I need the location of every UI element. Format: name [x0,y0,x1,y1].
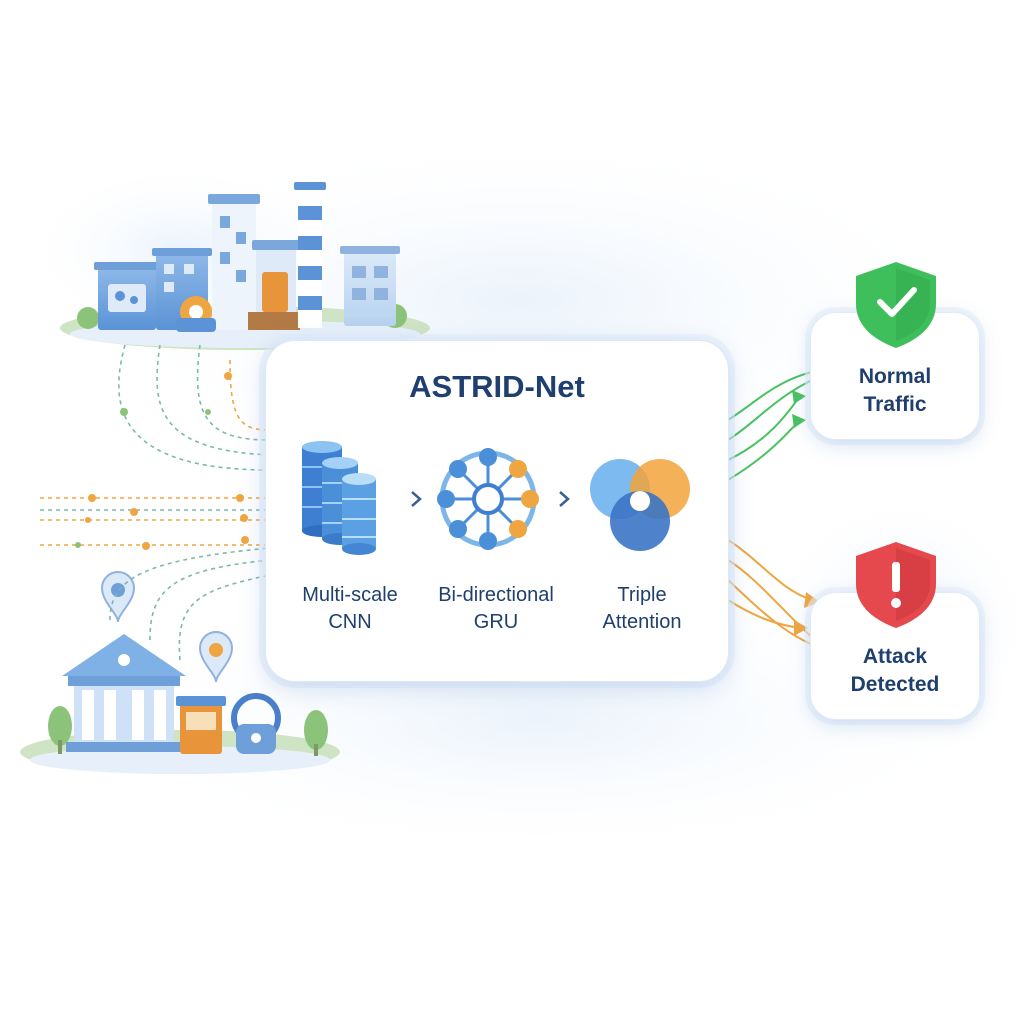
attack-detected-label: Attack Detected [850,645,940,696]
normal-traffic-label: Normal Traffic [858,365,932,416]
chevron-right-icon [559,491,570,507]
stage-label-cnn: Multi-scale CNN [302,584,398,633]
normal-traffic-card: Normal Traffic [810,312,980,440]
stage-label-attention: Triple Attention [602,584,682,633]
incoming-flow-lines [40,344,271,661]
institution-building-icon [20,571,340,774]
attack-detected-card: Attack Detected [810,592,980,720]
stage-label-gru: Bi-directional GRU [438,584,554,633]
data-packet-dots [75,372,249,550]
network-hub-icon [437,448,539,550]
venn-circles-icon [590,459,690,551]
model-title: ASTRID-Net [409,369,585,404]
industrial-city-icon [60,182,430,350]
model-card: ASTRID-Net [265,340,729,682]
chevron-right-icon [411,491,422,507]
database-stack-icon [302,441,376,555]
